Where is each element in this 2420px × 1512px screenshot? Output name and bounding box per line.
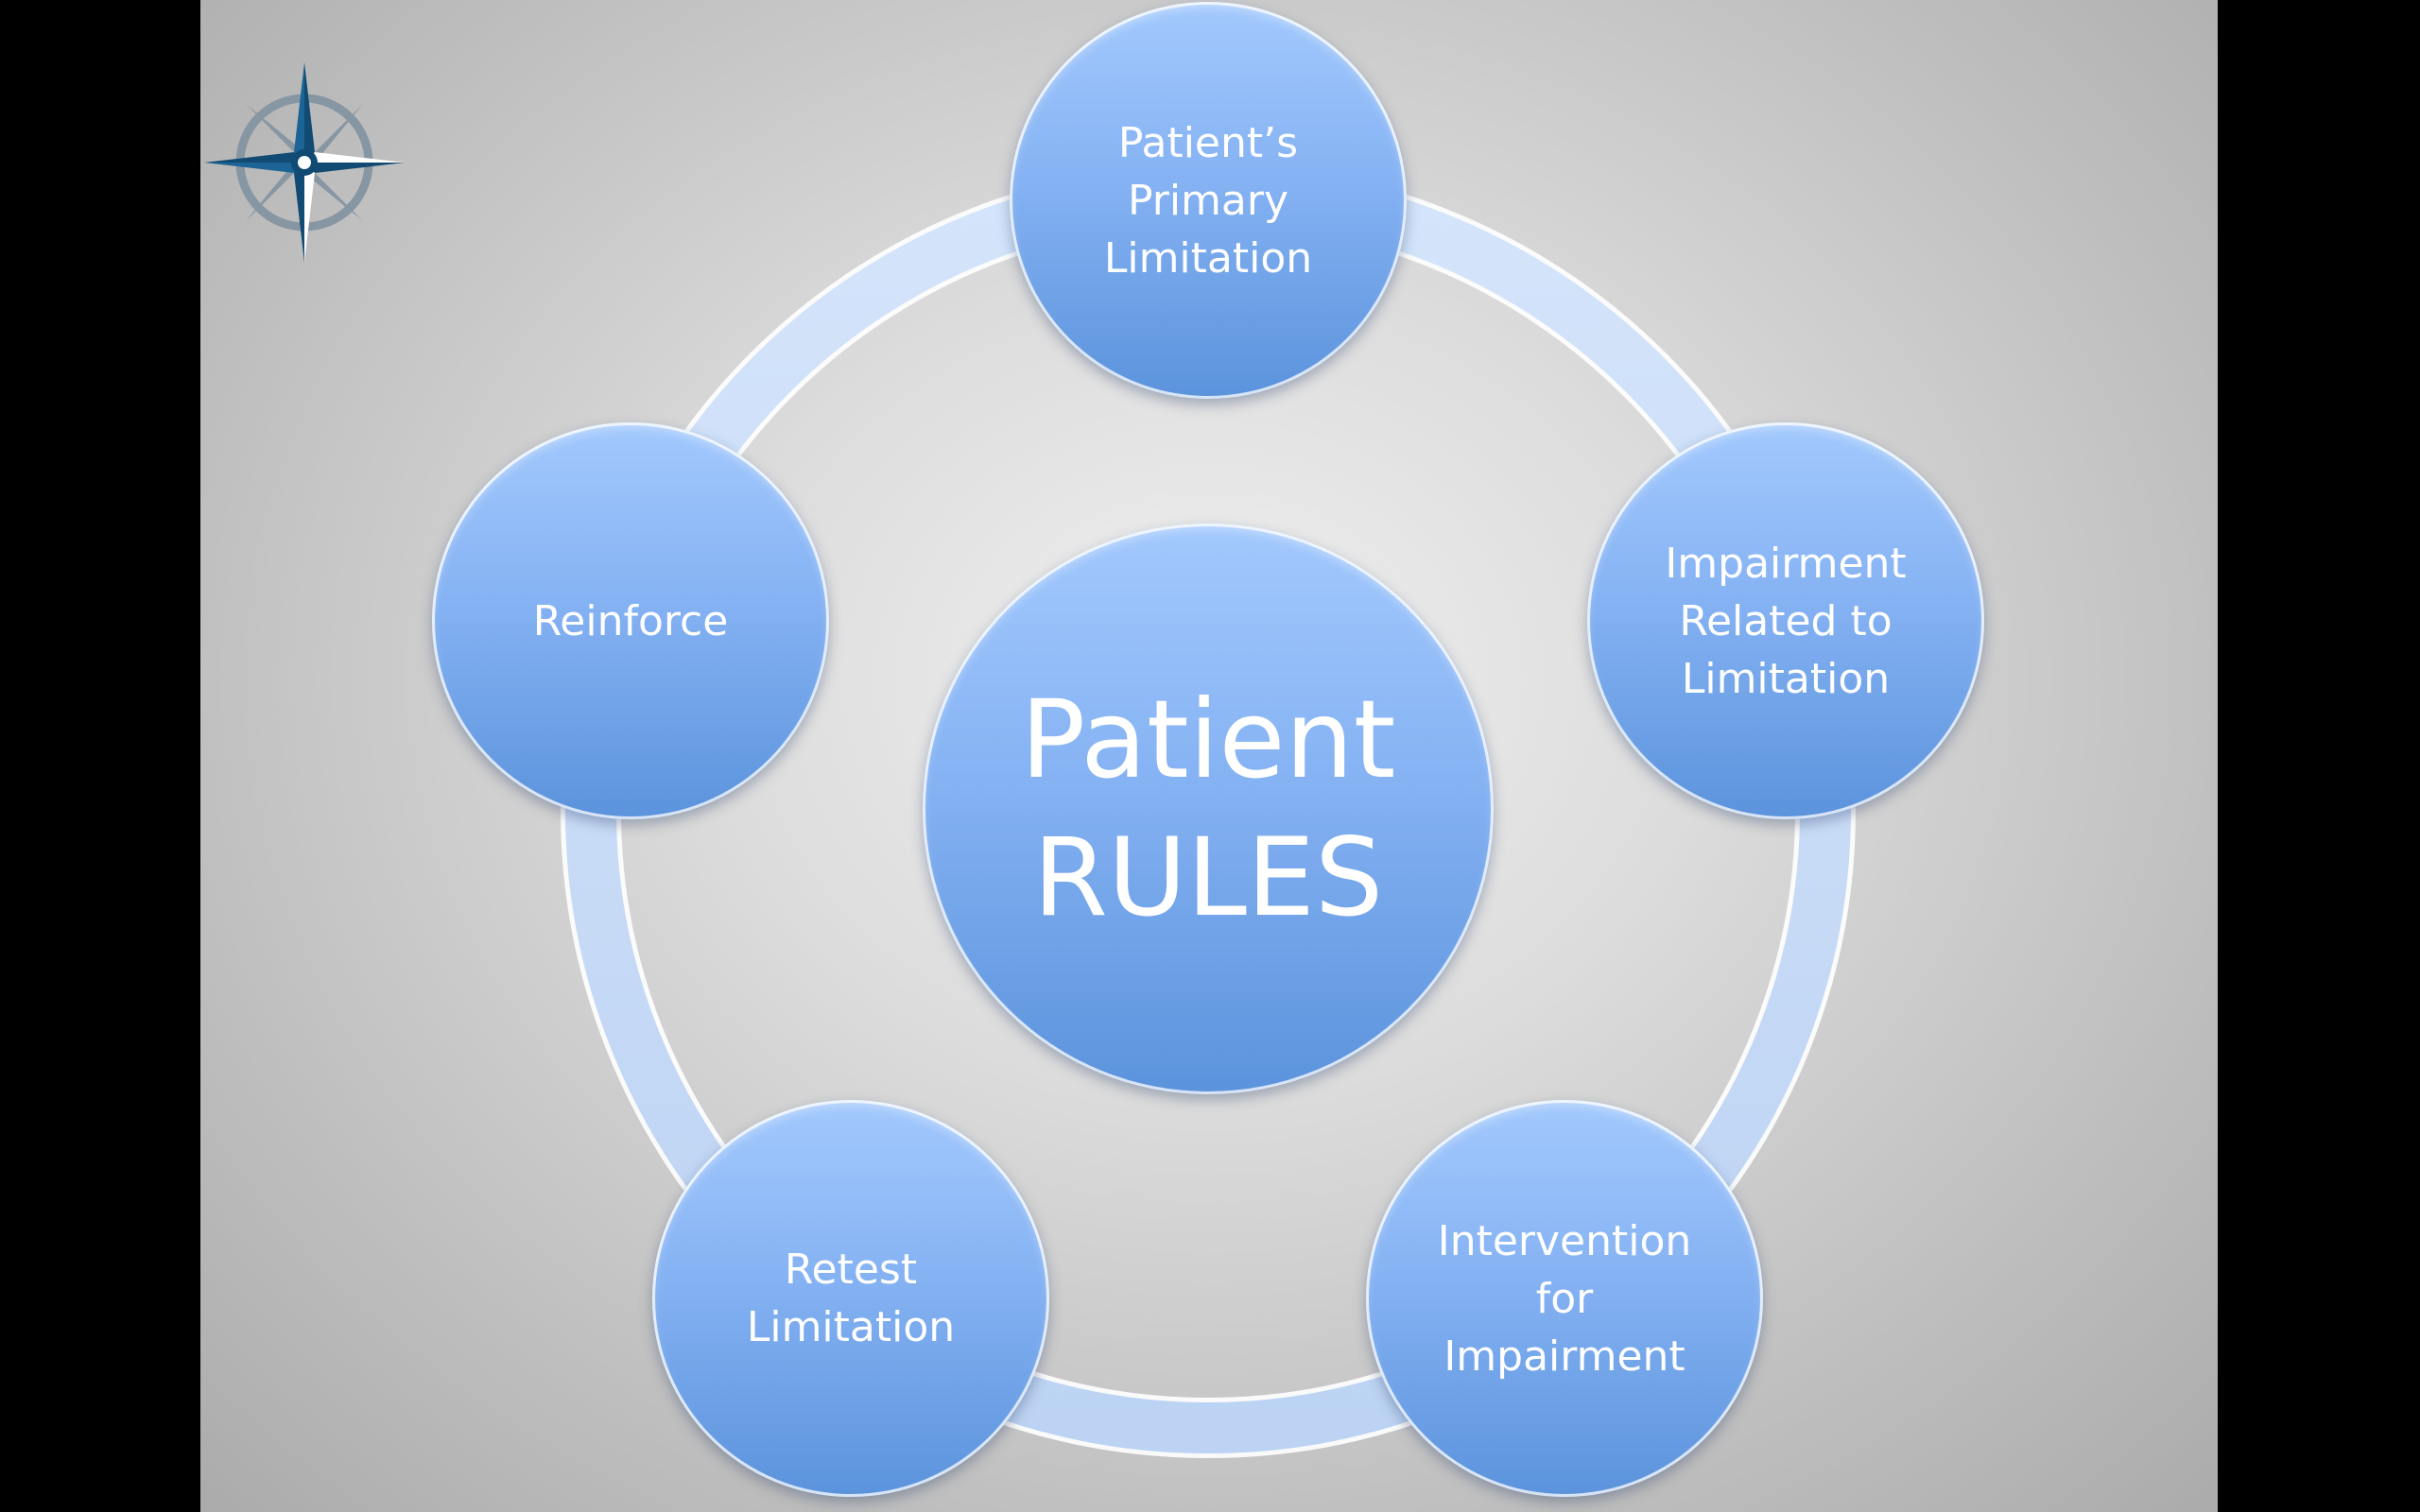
node-retest: Retest Limitation — [652, 1100, 1049, 1497]
node-label: Reinforce — [532, 596, 729, 645]
center-node-patient-rules: Patient RULES — [923, 524, 1494, 1094]
node-label: Patient’s Primary Limitation — [1103, 118, 1313, 283]
node-label: Intervention for Impairment — [1437, 1216, 1692, 1381]
center-node-label: Patient RULES — [1020, 677, 1396, 940]
compass-rose-icon — [204, 62, 405, 263]
node-label: Impairment Related to Limitation — [1665, 539, 1907, 703]
slide: Patient RULES Patient’s Primary Limitati… — [200, 0, 2218, 1512]
node-primary-limitation: Patient’s Primary Limitation — [1010, 2, 1407, 399]
node-impairment: Impairment Related to Limitation — [1587, 422, 1984, 819]
node-label: Retest Limitation — [746, 1246, 956, 1351]
node-reinforce: Reinforce — [432, 422, 829, 819]
node-intervention: Intervention for Impairment — [1366, 1100, 1763, 1497]
